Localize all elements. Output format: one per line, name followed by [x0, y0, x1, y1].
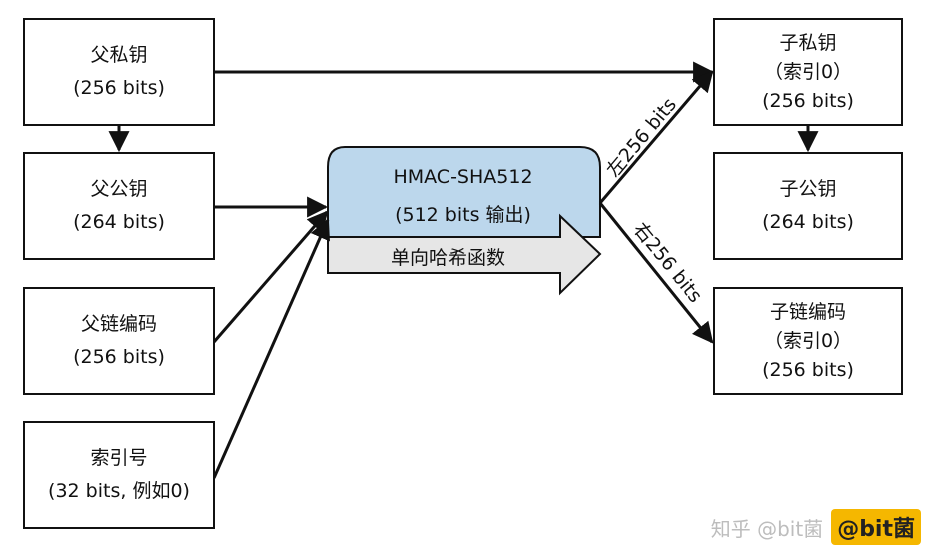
index-number-bits: (32 bits, 例如0) — [48, 480, 190, 502]
child-public-key-title: 子公钥 — [779, 178, 837, 200]
hmac-block-shape — [327, 146, 601, 238]
hmac-arrow-label: 单向哈希函数 — [390, 247, 505, 269]
parent-chain-code-box: 父链编码 (256 bits) — [23, 287, 215, 395]
watermark-text: 知乎 @bit菌 — [710, 516, 824, 541]
parent-public-key-bits: (264 bits) — [73, 211, 165, 233]
parent-public-key-box: 父公钥 (264 bits) — [23, 152, 215, 260]
index-number-title: 索引号 — [90, 447, 148, 469]
hmac-output: (512 bits 输出) — [395, 204, 531, 226]
parent-private-key-box: 父私钥 (256 bits) — [23, 18, 215, 126]
parent-public-key-title: 父公钥 — [90, 178, 148, 200]
child-chain-code-index: （索引0） — [763, 329, 853, 352]
one-way-hash-arrow-shape — [327, 213, 602, 296]
edge-index-to-hmac — [212, 218, 330, 479]
parent-private-key-bits: (256 bits) — [73, 77, 165, 99]
child-public-key-box: 子公钥 (264 bits) — [713, 152, 903, 260]
zhihu-watermark: 知乎 @bit菌 @bit菌 — [711, 509, 921, 545]
parent-chain-code-title: 父链编码 — [80, 313, 157, 335]
child-chain-code-box: 子链编码 （索引0） (256 bits) — [713, 287, 903, 395]
edge-hmac-to-cchain — [598, 202, 714, 344]
child-private-key-bits: (256 bits) — [762, 89, 854, 112]
index-number-box: 索引号 (32 bits, 例如0) — [23, 421, 215, 529]
child-public-key-bits: (264 bits) — [762, 211, 854, 233]
child-private-key-index: （索引0） — [763, 60, 853, 83]
edge-pchain-to-hmac — [212, 210, 329, 343]
child-private-key-box: 子私钥 （索引0） (256 bits) — [713, 18, 903, 126]
child-private-key-title: 子私钥 — [779, 31, 837, 54]
child-chain-code-title: 子链编码 — [769, 300, 846, 323]
edge-hmac-to-cpriv — [598, 70, 714, 204]
parent-chain-code-bits: (256 bits) — [73, 346, 165, 368]
parent-private-key-title: 父私钥 — [90, 44, 148, 66]
child-chain-code-bits: (256 bits) — [762, 358, 854, 381]
watermark-logo: @bit菌 — [831, 509, 921, 545]
hmac-title: HMAC-SHA512 — [393, 166, 533, 188]
